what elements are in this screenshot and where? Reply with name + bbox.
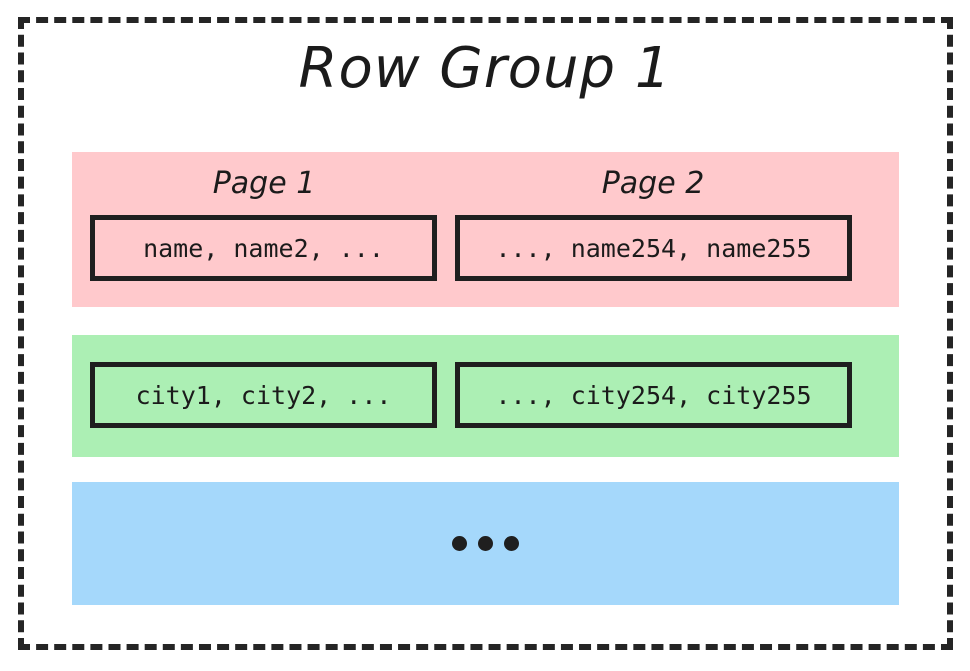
ellipsis-dot bbox=[452, 536, 467, 551]
ellipsis-dot bbox=[478, 536, 493, 551]
page-values-name-2: ..., name254, name255 bbox=[495, 233, 812, 263]
row-group-frame bbox=[18, 17, 953, 650]
page-box-name-2: ..., name254, name255 bbox=[455, 215, 852, 281]
page-label-1: Page 1 bbox=[212, 166, 316, 201]
ellipsis-icon bbox=[72, 482, 899, 605]
page-box-city-2: ..., city254, city255 bbox=[455, 362, 852, 428]
page-values-name-1: name, name2, ... bbox=[143, 233, 384, 263]
page-values-city-1: city1, city2, ... bbox=[135, 380, 392, 410]
column-band-city: city1, city2, ... ..., city254, city255 bbox=[72, 335, 899, 457]
ellipsis-dot bbox=[504, 536, 519, 551]
page-values-city-2: ..., city254, city255 bbox=[495, 380, 812, 410]
page-label-2: Page 2 bbox=[601, 166, 705, 201]
column-band-name: Page 1 Page 2 name, name2, ... ..., name… bbox=[72, 152, 899, 307]
column-band-more bbox=[72, 482, 899, 605]
page-box-city-1: city1, city2, ... bbox=[90, 362, 437, 428]
row-group-title: Row Group 1 bbox=[298, 36, 672, 101]
page-box-name-1: name, name2, ... bbox=[90, 215, 437, 281]
